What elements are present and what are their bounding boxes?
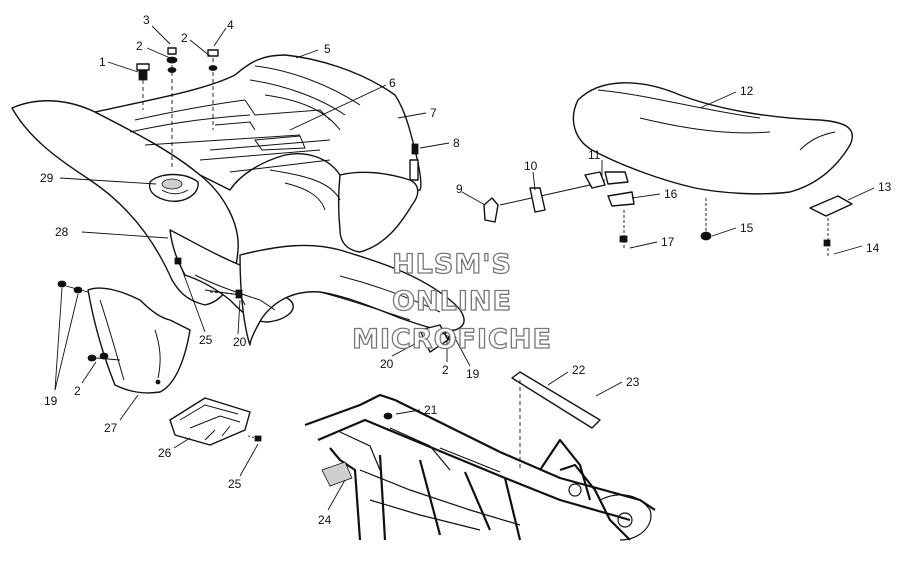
callout-9: 9 bbox=[456, 182, 463, 196]
callout-7: 7 bbox=[430, 106, 437, 120]
screw-8 bbox=[411, 143, 419, 155]
callout-2d: 2 bbox=[442, 363, 449, 377]
callout-23: 23 bbox=[626, 375, 640, 389]
seat-12 bbox=[572, 82, 853, 195]
fasteners-19-2 bbox=[57, 280, 121, 362]
callout-6: 6 bbox=[389, 76, 396, 90]
callout-25a: 25 bbox=[199, 333, 213, 347]
callout-11: 11 bbox=[588, 148, 601, 162]
callout-29: 29 bbox=[40, 171, 54, 185]
callout-5: 5 bbox=[324, 42, 331, 56]
grommet-29 bbox=[148, 173, 199, 202]
callout-2c: 2 bbox=[74, 384, 81, 398]
callout-4: 4 bbox=[227, 18, 234, 32]
callout-labels: 1 2 3 2 4 5 6 7 8 29 28 25 20 19 2 27 26… bbox=[40, 13, 892, 527]
callout-leaders bbox=[54, 25, 875, 511]
watermark-line-1: HLSM'S bbox=[392, 249, 512, 280]
callout-16: 16 bbox=[664, 187, 678, 201]
callout-20a: 20 bbox=[233, 335, 247, 349]
top-hardware bbox=[136, 47, 219, 170]
callout-2a: 2 bbox=[136, 39, 143, 53]
callout-27: 27 bbox=[104, 421, 118, 435]
callout-20b: 20 bbox=[380, 357, 394, 371]
callout-14: 14 bbox=[866, 241, 880, 255]
seat-latch-parts bbox=[483, 171, 853, 258]
callout-24: 24 bbox=[318, 513, 332, 527]
callout-21: 21 bbox=[424, 403, 438, 417]
callout-8: 8 bbox=[453, 136, 460, 150]
callout-10: 10 bbox=[524, 159, 538, 173]
callout-19a: 19 bbox=[44, 394, 58, 408]
mud-flap-27 bbox=[87, 287, 191, 394]
footrest-26 bbox=[169, 397, 262, 446]
callout-13: 13 bbox=[878, 180, 892, 194]
callout-2b: 2 bbox=[181, 31, 188, 45]
watermark-line-2: ONLINE bbox=[392, 286, 512, 317]
rear-fender-assembly bbox=[11, 54, 465, 346]
callout-26: 26 bbox=[158, 446, 172, 460]
watermark-line-3: MICROFICHE bbox=[352, 324, 552, 355]
callout-25b: 25 bbox=[228, 477, 242, 491]
callout-15: 15 bbox=[740, 221, 754, 235]
callout-17: 17 bbox=[661, 235, 675, 249]
callout-28: 28 bbox=[55, 225, 69, 239]
callout-3: 3 bbox=[143, 13, 150, 27]
callout-19b: 19 bbox=[466, 367, 480, 381]
vehicle-frame bbox=[304, 393, 656, 541]
watermark: HLSM'S ONLINE MICROFICHE bbox=[351, 248, 552, 355]
bolts-20-25 bbox=[174, 257, 243, 299]
callout-22: 22 bbox=[572, 363, 586, 377]
callout-12: 12 bbox=[740, 84, 754, 98]
hardware-right-fender bbox=[419, 324, 457, 353]
strap-22 bbox=[511, 371, 601, 470]
callout-1: 1 bbox=[99, 55, 106, 69]
